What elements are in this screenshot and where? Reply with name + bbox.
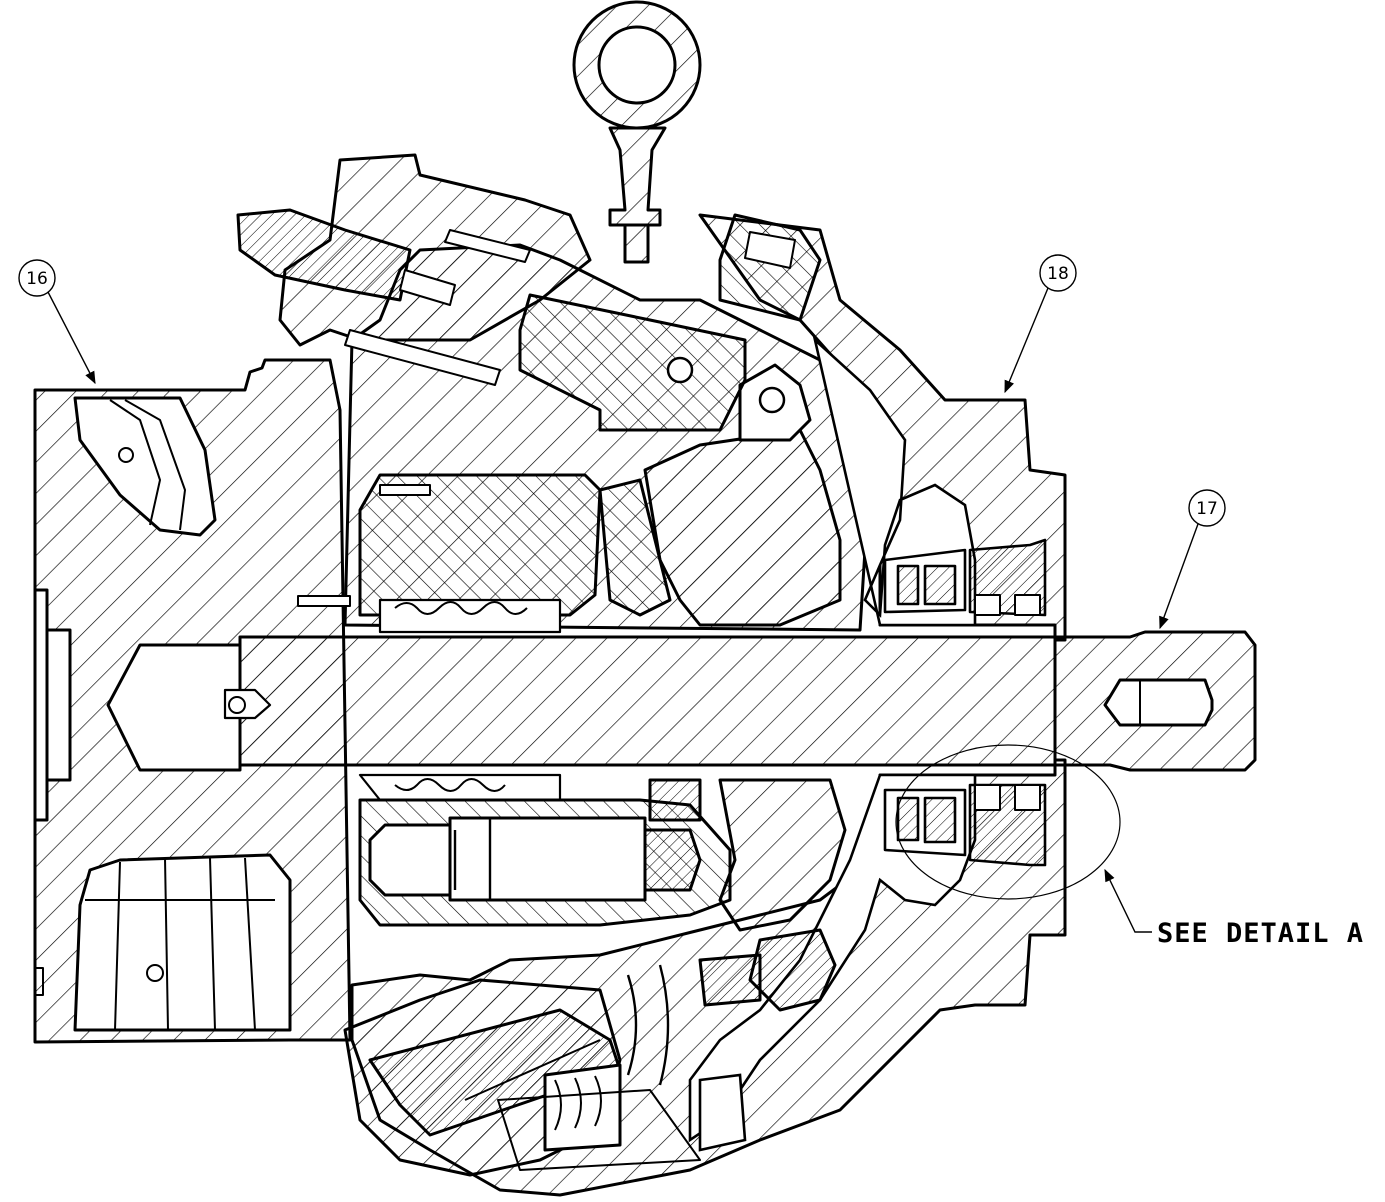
- compensator-upper: [236, 153, 592, 386]
- lifting-eye-bolt: [572, 0, 702, 264]
- leader-16: [47, 291, 96, 385]
- bearing-upper: [883, 538, 1047, 617]
- balloon-17: 17: [1159, 489, 1226, 630]
- leader-18: [1004, 287, 1049, 394]
- port-plug-upper: [718, 213, 822, 322]
- compensator-lower: [343, 964, 701, 1177]
- bearing-lower: [883, 783, 1047, 867]
- balloon-16-label: 16: [26, 269, 48, 289]
- detail-a-ellipse: [895, 744, 1121, 900]
- cylinder-block-lower: [358, 773, 732, 927]
- cylinder-block-upper: [297, 473, 602, 634]
- balloon-18: 18: [1004, 254, 1077, 394]
- balloon-17-label: 17: [1196, 499, 1218, 519]
- balloon-18-label: 18: [1047, 264, 1069, 284]
- drive-shaft: [223, 630, 1257, 772]
- detail-note-leader: [1104, 868, 1152, 933]
- swashplate-lower: [698, 778, 847, 1012]
- end-cover: [33, 358, 352, 1044]
- leader-17: [1159, 523, 1199, 630]
- detail-note-text: SEE DETAIL A: [1157, 918, 1364, 949]
- balloon-16: 16: [18, 259, 96, 385]
- detail-note: SEE DETAIL A: [1104, 868, 1364, 949]
- swashplate-upper: [598, 363, 842, 627]
- control-piston-upper: [518, 293, 747, 432]
